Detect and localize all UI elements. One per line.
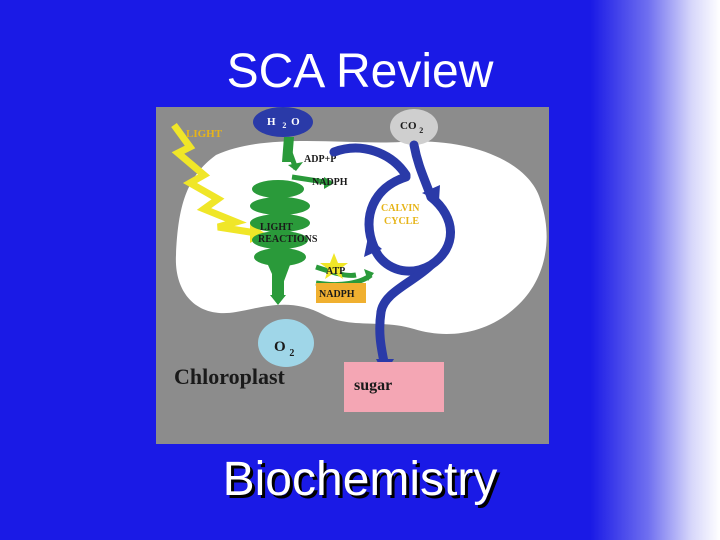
label-chloroplast: Chloroplast xyxy=(174,364,286,389)
label-calvin-2: CYCLE xyxy=(384,216,419,227)
co2-label: CO 2 xyxy=(400,120,423,135)
o2-sub: 2 xyxy=(289,348,294,359)
co2-main: CO xyxy=(400,120,417,132)
o2-oval xyxy=(258,319,314,367)
co2-sub: 2 xyxy=(419,126,423,135)
label-light-reactions-1: LIGHT xyxy=(260,222,293,233)
photosynthesis-diagram: LIGHT H 2 O CO 2 LIGHT REACTIONS ADP+P xyxy=(156,107,549,444)
co2-oval xyxy=(390,109,438,145)
slide-subtitle: Biochemistry xyxy=(222,453,498,506)
h2o-label: H 2 O xyxy=(267,116,300,131)
label-light: LIGHT xyxy=(186,128,223,140)
atp-star-icon xyxy=(320,253,348,279)
light-bolt-icon xyxy=(171,122,257,237)
calvin-cycle-arrows xyxy=(329,140,455,367)
label-adp: ADP+P xyxy=(304,154,336,165)
label-nadph-bottom: NADPH xyxy=(319,289,355,300)
sugar-box xyxy=(344,362,444,412)
o2-label: O 2 xyxy=(274,339,294,359)
h2o-main: H xyxy=(267,116,276,128)
label-nadph-top: NADPH xyxy=(312,177,348,188)
nadph-bottom-box xyxy=(316,283,366,303)
label-atp: ATP xyxy=(326,266,345,277)
label-light-reactions-2: REACTIONS xyxy=(258,234,318,245)
h2o-oval xyxy=(253,107,313,137)
h2o-tail: O xyxy=(291,116,300,128)
thylakoid-arrowheads xyxy=(270,162,374,305)
chloroplast-body xyxy=(175,141,547,334)
thylakoid-stack xyxy=(250,137,310,297)
label-sugar: sugar xyxy=(354,377,392,394)
label-calvin-1: CALVIN xyxy=(381,203,420,214)
h2o-sub: 2 xyxy=(282,121,286,130)
o2-main: O xyxy=(274,339,286,355)
slide-title: SCA Review xyxy=(226,45,494,98)
